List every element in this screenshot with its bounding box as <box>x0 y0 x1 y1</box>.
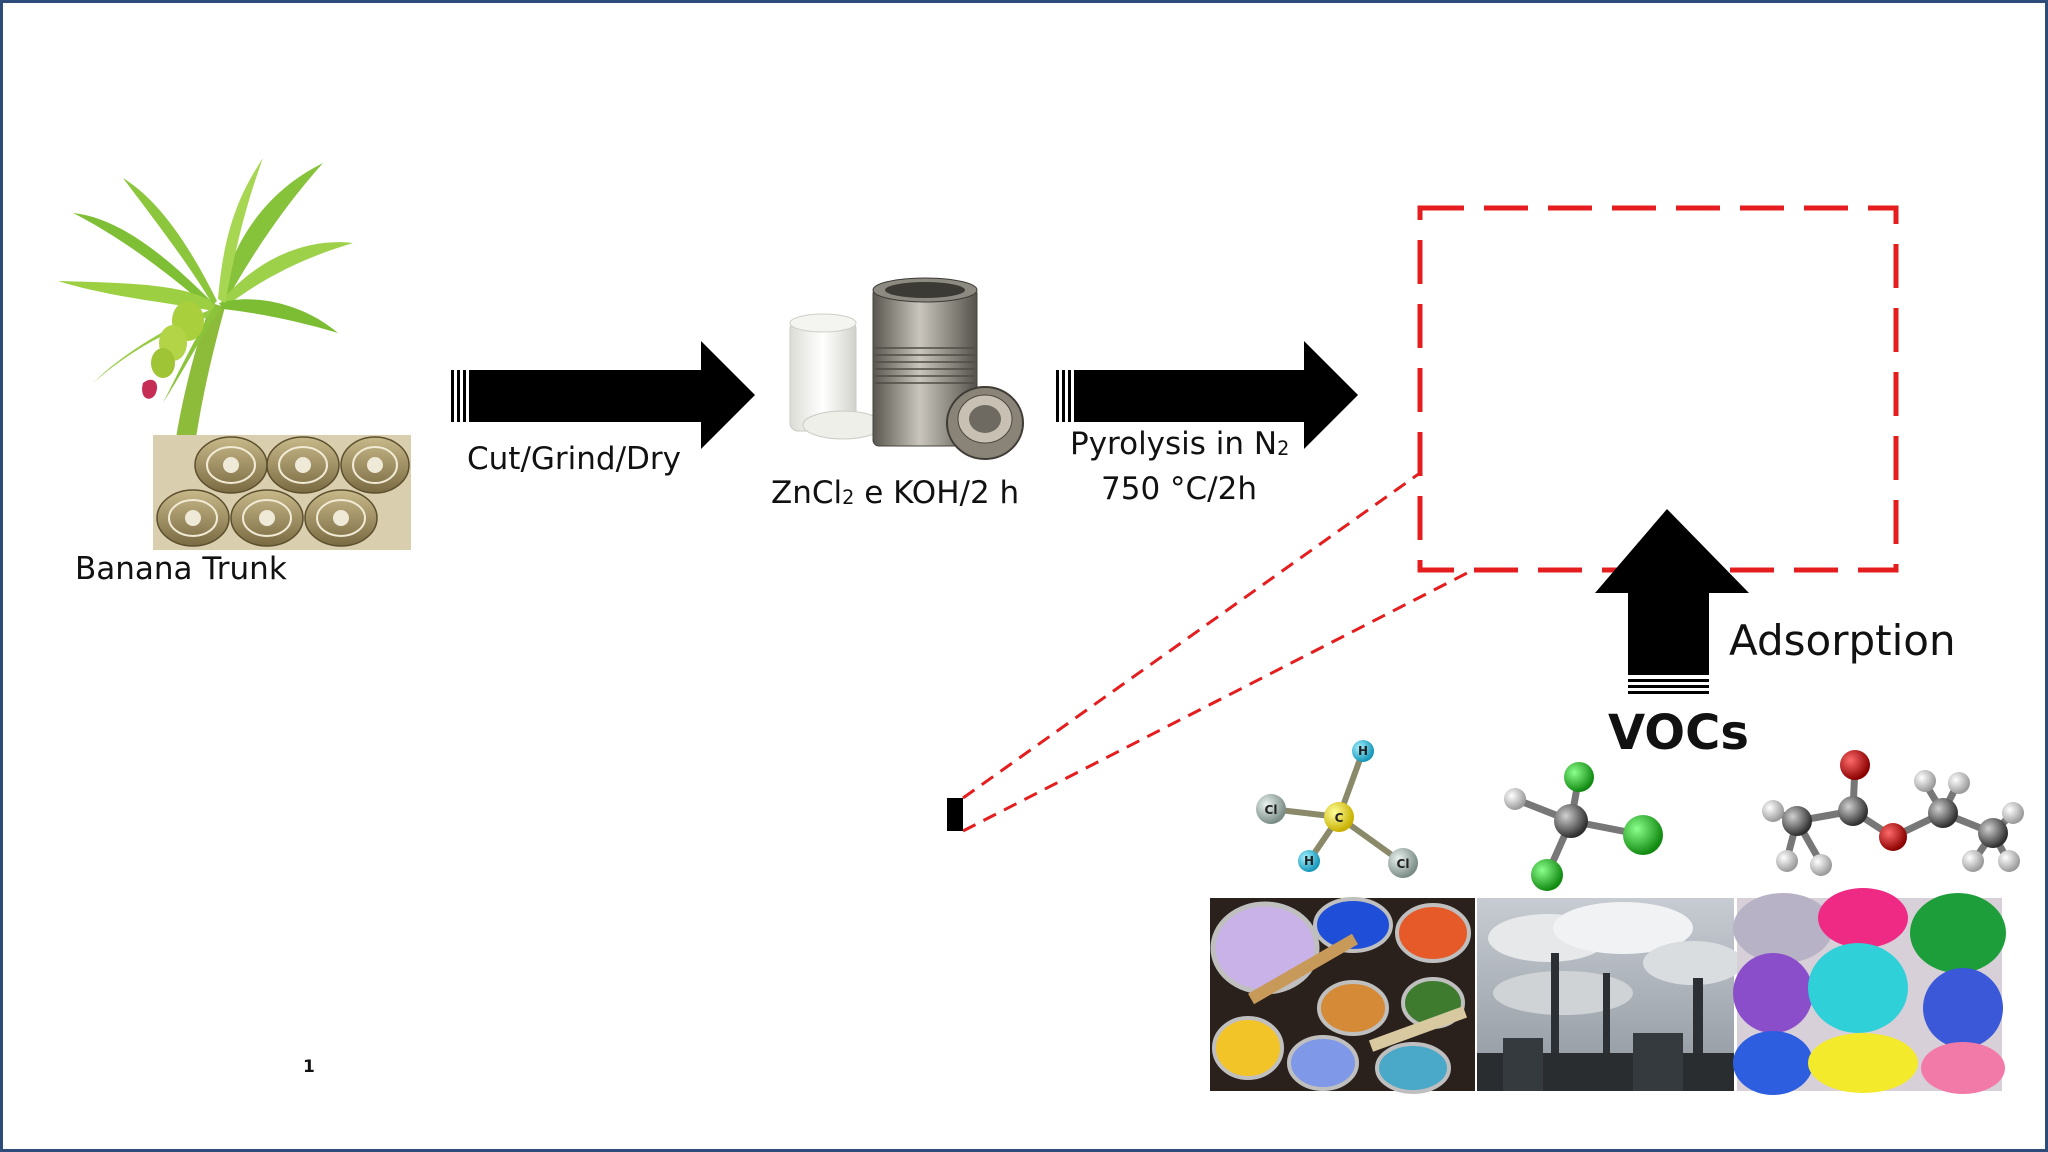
activation-label: ZnCl2 e KOH/2 h <box>771 475 1019 511</box>
zoom-source-marker <box>947 798 963 831</box>
pyrolysis-label-pre: Pyrolysis in N <box>1070 426 1278 462</box>
adsorption-arrow <box>1595 509 1749 694</box>
banana-trunk-label: Banana Trunk <box>75 551 287 587</box>
diagram-canvas: H Cl C H Cl <box>58 158 2024 1095</box>
vocs-label: VOCs <box>1608 705 1749 761</box>
banana-trunk-logs-icon <box>153 435 411 550</box>
ethyl-acetate-molecule-icon <box>1762 750 2024 876</box>
atom-label-cl2: Cl <box>1397 857 1410 871</box>
activation-label-pre: ZnCl <box>771 475 843 511</box>
plastic-pellets-photo <box>1733 888 2006 1095</box>
chloroform-molecule-icon <box>1504 762 1663 891</box>
atom-label-h1: H <box>1358 744 1368 758</box>
page-number: 1 <box>303 1057 315 1077</box>
zoom-callout-line-lower <box>962 568 1474 833</box>
paint-cans-photo <box>1210 897 1475 1094</box>
atom-label-c: C <box>1335 811 1344 825</box>
activation-label-subscript: 2 <box>842 485 855 509</box>
pyrolysis-label-line1: Pyrolysis in N2 <box>1070 426 1289 462</box>
atom-label-h2: H <box>1304 854 1314 868</box>
zoom-dashed-box <box>1417 205 1899 573</box>
autoclave-reactor-icon <box>789 277 1024 460</box>
banana-tree-icon <box>58 158 353 475</box>
adsorption-label: Adsorption <box>1729 616 1956 665</box>
activation-label-post: e KOH/2 h <box>854 475 1020 511</box>
pyrolysis-label-subscript: 2 <box>1277 436 1290 460</box>
factory-smoke-photo <box>1477 898 1743 1091</box>
process-arrow-1 <box>451 341 755 449</box>
atom-label-cl1: Cl <box>1265 803 1278 817</box>
pyrolysis-label-line2: 750 °C/2h <box>1101 471 1257 507</box>
dichloromethane-molecule-icon: H Cl C H Cl <box>1256 740 1418 878</box>
process-arrow-2 <box>1056 341 1358 449</box>
cut-grind-dry-label: Cut/Grind/Dry <box>467 441 682 477</box>
zoom-callout-line-upper <box>962 471 1421 800</box>
